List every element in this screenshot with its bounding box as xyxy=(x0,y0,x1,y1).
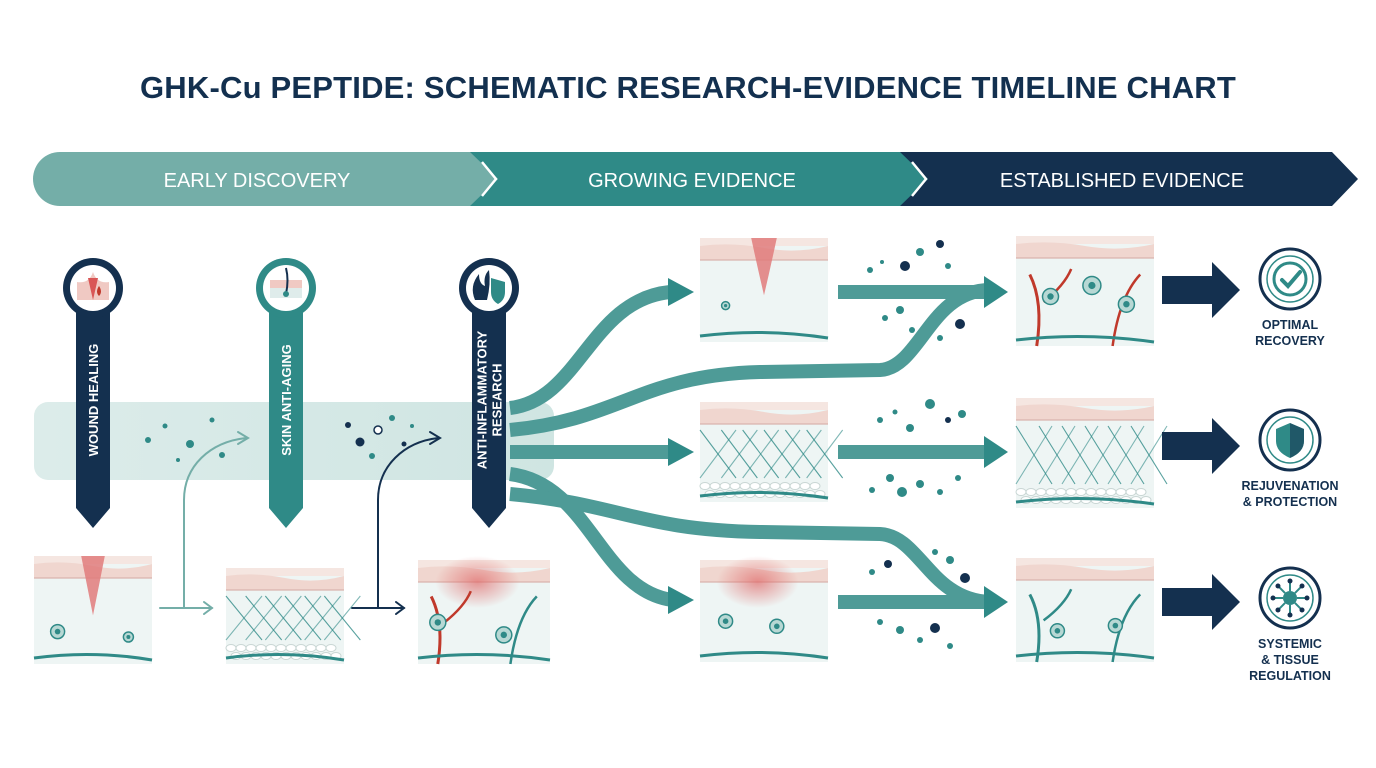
checkmark-icon xyxy=(1272,261,1308,297)
outcome-label-2-line-1: REJUVENATION xyxy=(1241,479,1338,493)
tissue-panel-mid-2 xyxy=(699,402,844,502)
connector-arrows xyxy=(159,431,442,615)
research-label-1: WOUND HEALING xyxy=(86,344,101,457)
outcome-arrows xyxy=(1162,262,1240,630)
flow-arrowheads xyxy=(668,276,1008,618)
research-area-banners: WOUND HEALING SKIN ANTI-AGING ANTI-INFLAMM… xyxy=(63,258,519,528)
network-cell-icon xyxy=(1270,578,1310,618)
phase-label-established: ESTABLISHED EVIDENCE xyxy=(1000,170,1244,192)
tissue-panel-established-2 xyxy=(1015,398,1168,508)
phase-early-discovery xyxy=(33,152,500,206)
outcome-label-2-line-2: & PROTECTION xyxy=(1243,495,1337,509)
phase-label-growing: GROWING EVIDENCE xyxy=(588,170,796,192)
tissue-panel-mid-1 xyxy=(699,238,829,342)
tissue-panel-skin xyxy=(225,568,361,664)
tissue-panel-mid-3 xyxy=(699,556,829,662)
research-label-3-line-1: ANTI-INFLAMMATORY xyxy=(475,330,490,469)
outcome-arrow-2 xyxy=(1162,418,1240,474)
molecule-particles xyxy=(145,415,414,462)
flow-arrows xyxy=(508,283,991,609)
chart-title: GHK-Cu PEPTIDE: SCHEMATIC RESEARCH-EVIDE… xyxy=(139,70,1237,105)
tissue-panels xyxy=(33,236,1168,665)
outcome-label-3-line-3: REGULATION xyxy=(1249,669,1331,683)
phase-bar: EARLY DISCOVERY GROWING EVIDENCE ESTABLI… xyxy=(33,152,1358,206)
phase-divider-2 xyxy=(911,161,928,197)
phase-established-evidence xyxy=(900,152,1358,206)
outcome-arrow-3 xyxy=(1162,574,1240,630)
outcome-1: OPTIMAL RECOVERY xyxy=(1255,247,1326,348)
phase-growing-evidence xyxy=(470,152,930,206)
research-banner-2: SKIN ANTI-AGING xyxy=(256,258,316,528)
outcome-group: OPTIMAL RECOVERY REJUVENATION & PROTECTION S… xyxy=(1241,247,1339,683)
hair-follicle-icon xyxy=(270,267,302,298)
particle-clusters xyxy=(867,240,970,649)
tissue-panel-established-1 xyxy=(1015,236,1155,347)
research-label-3-line-2: RESEARCH xyxy=(490,364,505,437)
drop-wound-icon xyxy=(77,272,109,300)
phase-label-early: EARLY DISCOVERY xyxy=(164,170,351,192)
outcome-label-1-line-1: OPTIMAL xyxy=(1262,318,1319,332)
research-label-2: SKIN ANTI-AGING xyxy=(279,344,294,455)
shield-icon xyxy=(1276,423,1304,458)
tissue-panel-established-3 xyxy=(1015,558,1155,663)
outcome-arrow-1 xyxy=(1162,262,1240,318)
outcome-label-1-line-2: RECOVERY xyxy=(1255,334,1325,348)
outcome-label-3-line-2: & TISSUE xyxy=(1261,653,1319,667)
research-banner-1: WOUND HEALING xyxy=(63,258,123,528)
phase-divider-1 xyxy=(481,161,498,197)
tissue-panel-wound xyxy=(33,556,153,664)
outcome-3: SYSTEMIC & TISSUE REGULATION xyxy=(1249,566,1331,683)
tissue-panel-inflammation xyxy=(417,556,551,665)
outcome-label-3-line-1: SYSTEMIC xyxy=(1258,637,1322,651)
flame-shield-icon xyxy=(472,270,505,304)
outcome-2: REJUVENATION & PROTECTION xyxy=(1241,408,1339,509)
